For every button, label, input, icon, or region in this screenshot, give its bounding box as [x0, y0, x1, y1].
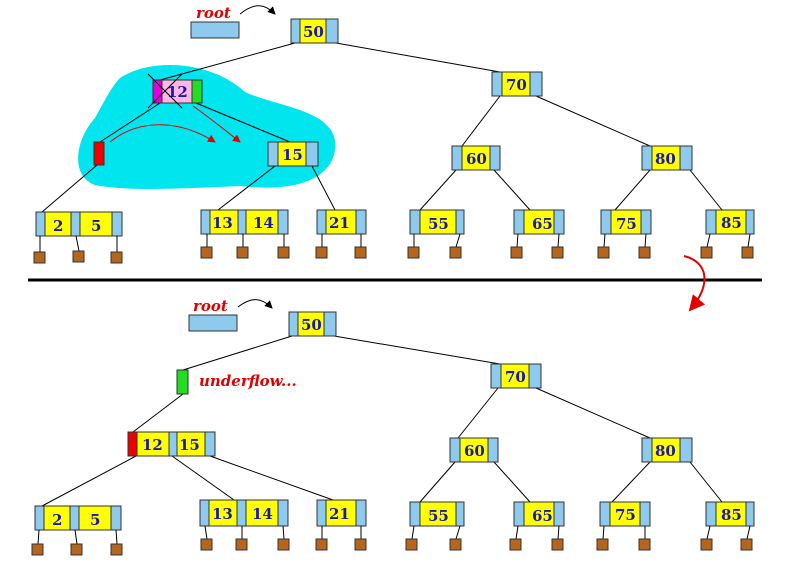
- node-75-bottom: 75: [599, 501, 651, 527]
- highlight-region: [78, 65, 336, 189]
- key-2-bottom: 2: [52, 511, 62, 529]
- root-label-bottom: root: [193, 297, 228, 315]
- bottom-tree: root 50 underflow...: [31, 297, 755, 556]
- key-50: 50: [303, 23, 324, 41]
- key-5-bottom: 5: [90, 511, 100, 529]
- key-50-bottom: 50: [301, 316, 322, 334]
- node-85: 85: [705, 209, 755, 235]
- root-label: root: [196, 4, 231, 22]
- key-55: 55: [428, 215, 449, 233]
- key-65: 65: [532, 215, 553, 233]
- node-70: 70: [491, 71, 543, 97]
- root-pointer-box: [190, 21, 240, 39]
- key-12: 12: [167, 83, 188, 101]
- key-70: 70: [506, 76, 527, 94]
- node-21-bottom: 21: [316, 499, 367, 527]
- key-2: 2: [53, 217, 63, 235]
- key-60-bottom: 60: [464, 442, 485, 460]
- node-50-bottom: 50: [288, 311, 337, 337]
- node-50: 50: [290, 18, 339, 44]
- key-65-bottom: 65: [532, 507, 553, 525]
- key-13: 13: [212, 214, 233, 232]
- red-pointer: [93, 141, 105, 166]
- key-15: 15: [282, 146, 303, 164]
- red-arrow-2: [192, 105, 241, 143]
- node-13-14-bottom: 13 14: [199, 499, 289, 527]
- node-60-bottom: 60: [449, 437, 499, 463]
- node-80: 80: [641, 145, 693, 171]
- node-55: 55: [409, 209, 465, 235]
- key-14-bottom: 14: [252, 505, 273, 523]
- key-85: 85: [721, 214, 742, 232]
- top-tree: root 50: [33, 4, 755, 264]
- underflow-pointer: [176, 369, 189, 395]
- top-edges: [41, 42, 723, 213]
- bottom-leaf-records: [31, 525, 753, 556]
- node-60: 60: [451, 145, 501, 171]
- key-55-bottom: 55: [428, 507, 449, 525]
- node-55-bottom: 55: [409, 501, 465, 527]
- bottom-edges: [41, 335, 723, 507]
- key-21: 21: [329, 214, 350, 232]
- key-80: 80: [655, 150, 676, 168]
- node-65-bottom: 65: [513, 501, 565, 527]
- node-65: 65: [513, 209, 565, 235]
- node-75: 75: [600, 209, 652, 235]
- root-arrow: [239, 5, 276, 15]
- node-2-5-bottom: 2 5: [34, 505, 122, 531]
- key-21-bottom: 21: [329, 505, 350, 523]
- node-21: 21: [316, 209, 367, 235]
- key-13-bottom: 13: [212, 505, 233, 523]
- key-60: 60: [466, 150, 487, 168]
- key-75-bottom: 75: [615, 506, 636, 524]
- node-80-bottom: 80: [641, 437, 693, 463]
- root-pointer-box-bottom: [188, 314, 238, 332]
- node-13-14: 13 14: [200, 209, 289, 235]
- key-85-bottom: 85: [721, 506, 742, 524]
- key-14: 14: [253, 214, 274, 232]
- node-12-deleted: 12: [147, 73, 203, 109]
- red-arrow-1: [109, 124, 216, 143]
- root-arrow-bottom: [237, 299, 273, 309]
- node-70-bottom: 70: [490, 363, 542, 389]
- node-12-15-merged: 12 15: [127, 431, 216, 457]
- node-15: 15: [267, 141, 319, 167]
- underflow-label: underflow...: [199, 372, 297, 390]
- node-2-5: 2 5: [35, 211, 123, 237]
- top-leaf-records: [33, 233, 754, 264]
- key-5: 5: [91, 217, 101, 235]
- key-15-bottom: 15: [179, 436, 200, 454]
- key-70-bottom: 70: [505, 368, 526, 386]
- key-80-bottom: 80: [655, 442, 676, 460]
- transition-arrow: [683, 255, 706, 312]
- key-12-bottom: 12: [142, 436, 163, 454]
- key-75: 75: [616, 215, 637, 233]
- node-85-bottom: 85: [705, 501, 755, 527]
